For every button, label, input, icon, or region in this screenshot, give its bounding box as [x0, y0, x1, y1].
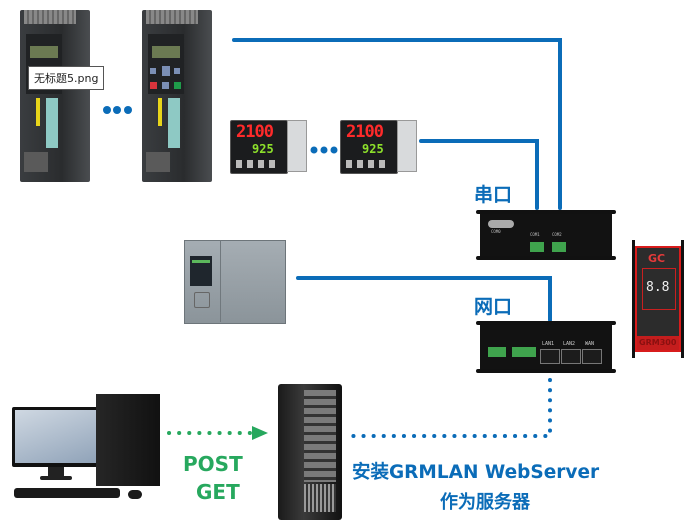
controller-display-top: 2100 — [236, 122, 274, 142]
http-method-get: GET — [196, 480, 240, 504]
port-label-lan1: LAN1 — [542, 341, 555, 347]
server-caption-line2: 作为服务器 — [440, 492, 530, 513]
serial-gateway-device: COM0 COM1 COM2 — [476, 210, 616, 260]
port-label-com1: COM1 — [530, 232, 540, 237]
grm300-module: GC 8.8 GRM300 — [630, 240, 686, 358]
wire-network-server-dotted — [350, 378, 552, 438]
temp-controller-2: 2100 925 — [340, 118, 417, 174]
grm-model: GRM300 — [639, 338, 677, 347]
http-method-post: POST — [183, 452, 243, 476]
port-label-com0: COM0 — [491, 229, 501, 234]
grm-display: 8.8 — [646, 280, 670, 295]
wire-controllers-serial — [419, 139, 539, 210]
wire-inverters-serial — [232, 38, 562, 210]
image-tooltip: 无标题5.png — [28, 66, 105, 90]
serial-port-label: 串口 — [474, 184, 513, 206]
temp-controller-1: 2100 925 — [230, 118, 307, 174]
plc-device — [184, 234, 290, 324]
wire-plc-network — [296, 276, 552, 322]
port-label-wan: WAN — [585, 341, 595, 347]
controller-display-bottom: 925 — [252, 142, 274, 156]
inverter-device-1 — [16, 6, 98, 184]
controller-display-top: 2100 — [346, 122, 384, 142]
ellipsis-inverters — [103, 106, 132, 114]
port-label-lan2: LAN2 — [563, 341, 576, 347]
network-port-label: 网口 — [474, 296, 513, 318]
ellipsis-controllers — [310, 146, 338, 154]
grm-brand: GC — [648, 252, 666, 265]
arrow-head-icon — [252, 426, 268, 440]
port-label-com2: COM2 — [552, 232, 562, 237]
network-gateway-device: LAN1 LAN2 WAN — [476, 321, 616, 373]
inverter-device-2 — [138, 6, 220, 184]
controller-display-bottom: 925 — [362, 142, 384, 156]
server-caption-line1: 安装GRMLAN WebServer — [352, 462, 600, 483]
computer-device — [10, 380, 165, 505]
server-rack — [274, 380, 346, 522]
